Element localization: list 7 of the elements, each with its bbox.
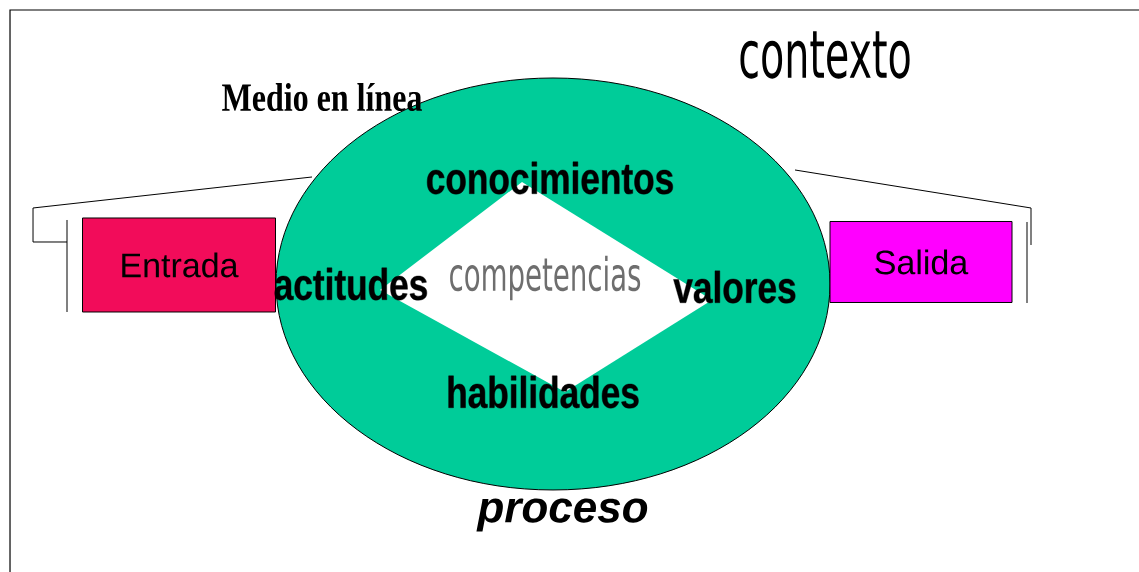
heading: Medio en línea [222,82,422,112]
process-box: Entrada [82,217,276,313]
heading: contexto [740,31,910,79]
process-box: Salida [829,221,1013,303]
ellipse-label: proceso [476,498,648,532]
ellipse-word: conocimientos [427,161,673,195]
ellipse-word: habilidades [448,375,639,409]
